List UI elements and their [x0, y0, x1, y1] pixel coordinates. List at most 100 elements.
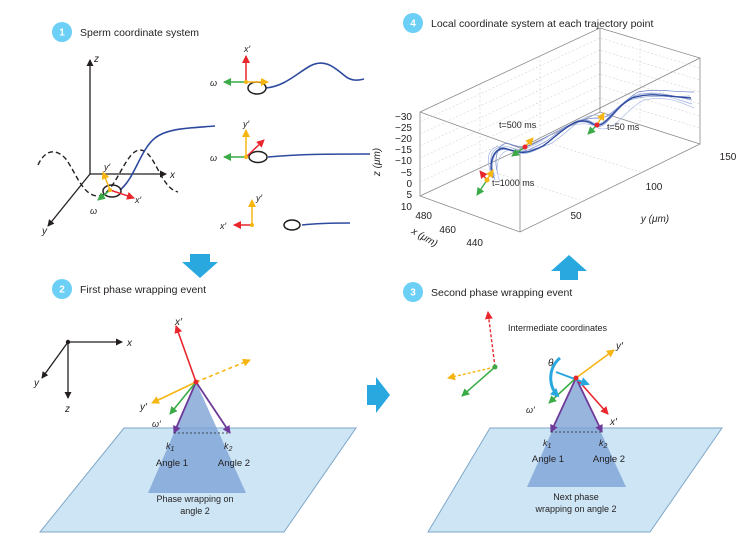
- inset-a-flagellum: [265, 62, 365, 89]
- k2-arrow: [575, 377, 603, 433]
- k1-arrow: [550, 377, 577, 433]
- panel-number-badge: [52, 279, 72, 299]
- z-tick: −25: [395, 123, 412, 134]
- wrap-label-line2: angle 2: [180, 506, 210, 516]
- y-axis-label: y: [33, 378, 40, 389]
- local-x-arrow: [174, 325, 197, 383]
- head-point: [108, 188, 112, 192]
- local-x-label: x′: [609, 417, 618, 428]
- y-axis-label: y: [41, 226, 48, 237]
- theta-label: θ: [548, 358, 554, 369]
- sperm-head: [102, 184, 122, 198]
- inset-a-origin: [244, 80, 248, 84]
- angle-1-label: Angle 1: [156, 458, 188, 469]
- k1-label: k1: [166, 441, 175, 453]
- x-tick: 480: [415, 211, 432, 222]
- panel-1: 1 Sperm coordinate system z x y x′ y′ ω …: [37, 22, 371, 237]
- z-tick: −30: [395, 112, 412, 123]
- intermediate-coords-label: Intermediate coordinates: [508, 323, 608, 333]
- panel-title: Local coordinate system at each trajecto…: [431, 18, 653, 30]
- z-tick: 0: [406, 179, 412, 190]
- inset-c-y-label: y′: [255, 193, 263, 203]
- grid-lines: [419, 37, 701, 201]
- panel-number: 2: [59, 285, 65, 296]
- panel-title: First phase wrapping event: [80, 284, 206, 296]
- local-x-label: x′: [134, 195, 142, 205]
- z-tick: −15: [395, 145, 412, 156]
- time-label-1000: t=1000 ms: [492, 178, 535, 188]
- panel-4: 4 Local coordinate system at each trajec…: [372, 13, 737, 250]
- intermediate-omega-arrow: [461, 366, 496, 397]
- z-axis-label: z: [64, 404, 70, 415]
- local-y-arrow: [575, 349, 615, 379]
- y-axis: [47, 173, 91, 227]
- down-arrow-icon: [182, 254, 218, 278]
- time-label-50: t=50 ms: [607, 122, 640, 132]
- angle-2-label: Angle 2: [593, 454, 625, 465]
- inset-b-flagellum: [267, 153, 371, 158]
- k1-label: k1: [543, 438, 552, 450]
- y-axis-label: y (μm): [640, 214, 669, 225]
- trajectory-bundle: [488, 89, 695, 183]
- x-axis-label: x: [126, 338, 133, 349]
- flagellum-curve: [119, 125, 216, 191]
- x-axis-label: x (μm): [408, 226, 439, 250]
- panel-number: 1: [59, 28, 65, 39]
- inset-b-head: [248, 150, 268, 164]
- y-tick: 100: [646, 182, 663, 193]
- omega-arrow: [548, 377, 577, 404]
- panel-2: 2 First phase wrapping event x y z x′ y′…: [33, 279, 357, 533]
- panel-number-badge: [403, 282, 423, 302]
- local-y-label: y′: [139, 402, 148, 413]
- intermediate-x-arrow: [484, 311, 496, 368]
- inset-b-origin: [244, 155, 248, 159]
- inset-c-origin: [250, 223, 254, 227]
- local-y-label: y′: [615, 341, 624, 352]
- rotation-pointer-arrow: [555, 371, 590, 386]
- panel-title: Second phase wrapping event: [431, 287, 572, 299]
- rotation-arrow-icon: [549, 356, 562, 398]
- z-tick: −20: [395, 134, 412, 145]
- y-tick: 150: [720, 152, 737, 163]
- pyramid: [527, 378, 626, 487]
- omega-label: ω: [90, 206, 97, 216]
- local-x-label: x′: [174, 317, 183, 328]
- x-axis-label: x: [169, 170, 176, 181]
- z-tick: 10: [401, 202, 413, 213]
- z-axis-label: z: [93, 54, 99, 65]
- local-x-arrow: [109, 189, 135, 200]
- frame-t500: [511, 137, 534, 157]
- y-tick: 50: [570, 211, 582, 222]
- k2-label: k2: [599, 438, 608, 450]
- k2-arrow: [195, 381, 231, 434]
- up-arrow-icon: [551, 255, 587, 280]
- trajectory-dashed-wave: [37, 149, 179, 197]
- y-axis: [41, 341, 69, 379]
- k2-label: k2: [224, 441, 233, 453]
- panel-title: Sperm coordinate system: [80, 27, 199, 39]
- k1-arrow: [173, 381, 197, 434]
- inset-a-omega-label: ω: [210, 78, 217, 88]
- wrap-label-line1: Phase wrapping on: [156, 494, 233, 504]
- local-y-label: y′: [103, 162, 111, 172]
- panel-number: 4: [410, 19, 416, 30]
- inset-c-head: [283, 219, 301, 231]
- panel-number: 3: [410, 288, 416, 299]
- wrap-label-line2: wrapping on angle 2: [534, 504, 616, 514]
- wrap-label-line1: Next phase: [553, 492, 599, 502]
- omega-arrow: [169, 381, 197, 415]
- z-tick: −5: [401, 168, 413, 179]
- pyramid: [148, 382, 246, 493]
- inset-b-x-arrow: [245, 139, 265, 158]
- origin: [65, 339, 71, 345]
- pivot-point: [573, 375, 579, 381]
- panel-number-badge: [403, 13, 423, 33]
- z-tick: −10: [395, 156, 412, 167]
- local-y-arrow: [151, 381, 197, 404]
- projected-y-arrow: [195, 358, 251, 383]
- pivot-point: [193, 379, 199, 385]
- time-label-500: t=500 ms: [499, 120, 537, 130]
- omega-label: ω′: [526, 405, 535, 415]
- intermediate-origin: [492, 364, 498, 370]
